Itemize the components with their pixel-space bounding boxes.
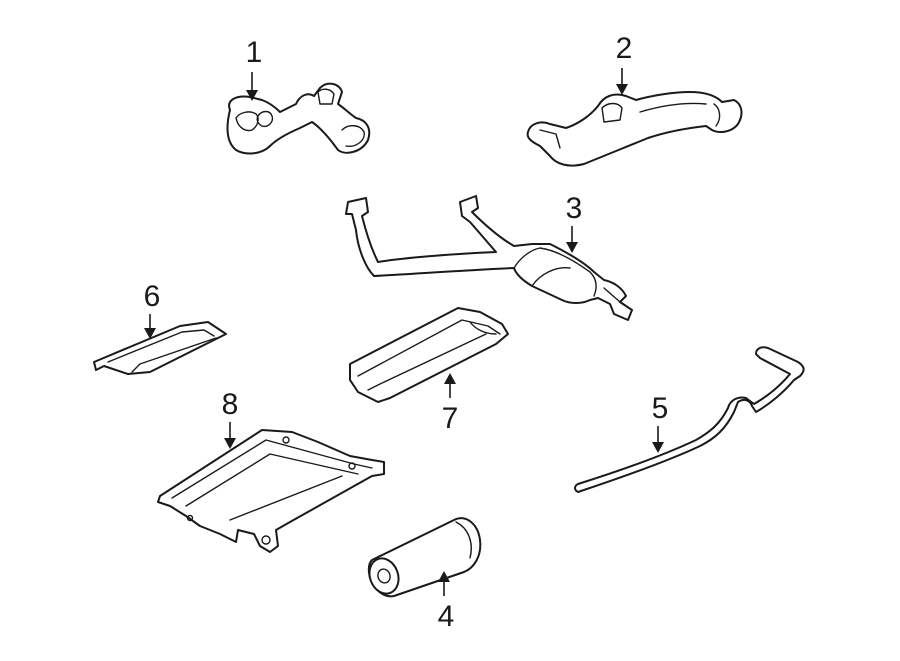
callout-7-arrowhead [444, 373, 456, 384]
callout-4-label: 4 [438, 600, 455, 633]
part-3-converter-pipe-assembly[interactable] [345, 195, 633, 321]
callout-5-arrowhead [652, 442, 664, 453]
callout-3-arrowhead [566, 242, 578, 253]
callout-2-arrowhead [616, 84, 628, 95]
part-4-muffler[interactable] [365, 517, 482, 598]
part-2-exhaust-manifold-right[interactable] [526, 91, 743, 167]
part-8-mount-hole-2 [348, 462, 356, 470]
part-7-converter-heat-shield[interactable] [349, 307, 509, 403]
callout-1: 1 [246, 36, 263, 101]
callout-4-arrowhead [438, 571, 450, 582]
callout-5: 5 [652, 392, 669, 453]
callout-1-arrowhead [246, 90, 258, 101]
callout-6: 6 [144, 280, 161, 339]
part-8-floor-heat-shield[interactable] [157, 429, 385, 553]
callout-8-arrowhead [224, 438, 236, 449]
callout-1-label: 1 [246, 36, 263, 69]
callout-2-label: 2 [616, 32, 633, 65]
part-6-heat-shield[interactable] [93, 321, 227, 375]
callout-2: 2 [616, 32, 633, 95]
callout-6-arrowhead [144, 328, 156, 339]
callout-6-label: 6 [144, 280, 161, 313]
callout-8: 8 [222, 388, 239, 449]
callout-7: 7 [442, 373, 459, 435]
callout-3-label: 3 [566, 192, 583, 225]
part-1-exhaust-manifold-left[interactable] [226, 82, 371, 155]
callout-8-label: 8 [222, 388, 239, 421]
callout-4: 4 [438, 571, 455, 633]
callout-5-label: 5 [652, 392, 669, 425]
part-8-mount-hole-3 [261, 535, 271, 545]
part-4-muffler-end [368, 557, 400, 595]
part-8-mount-hole-1 [282, 436, 290, 444]
part-5-tailpipe[interactable] [574, 346, 805, 493]
callout-7-label: 7 [442, 402, 459, 435]
part-8-mount-hole-4 [186, 514, 194, 522]
part-4-muffler-outlet [377, 568, 391, 584]
callout-3: 3 [566, 192, 583, 253]
